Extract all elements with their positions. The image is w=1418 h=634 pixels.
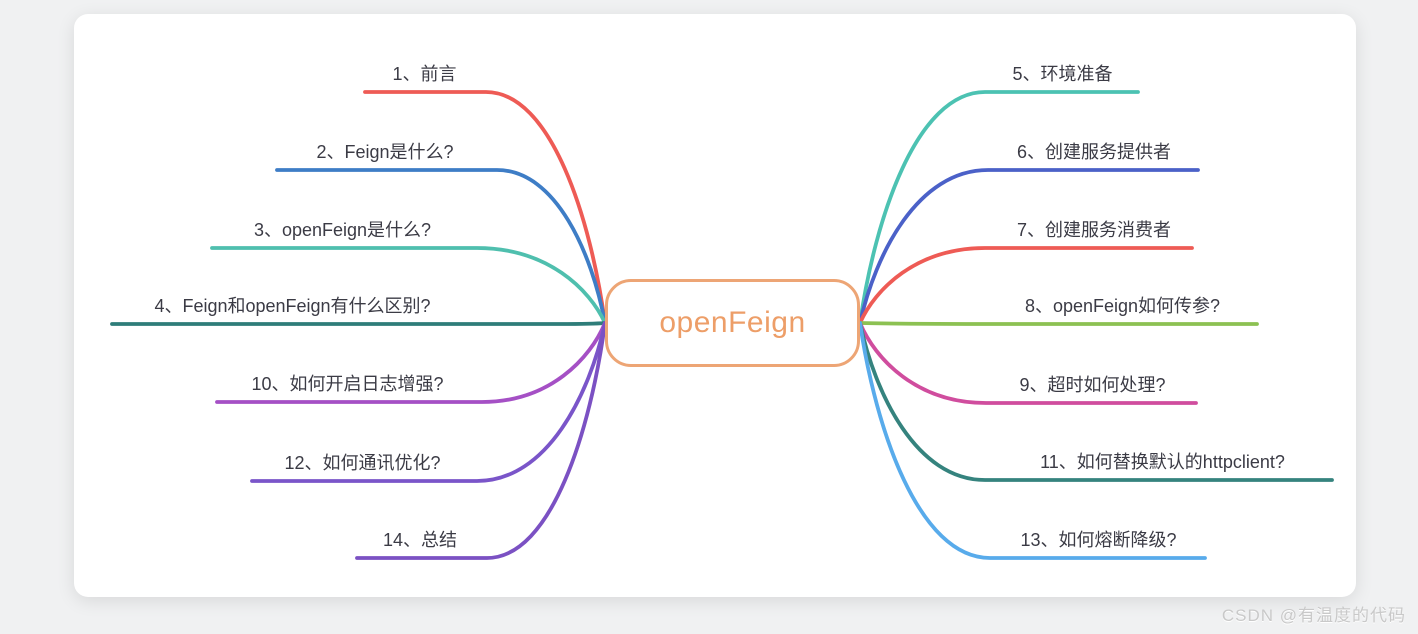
branch-label: 3、openFeign是什么? xyxy=(253,220,432,240)
branch-label: 12、如何通讯优化? xyxy=(284,453,441,473)
branch-label: 2、Feign是什么? xyxy=(316,142,454,162)
central-topic-openfeign: openFeign xyxy=(605,279,860,367)
branch-label: 14、总结 xyxy=(382,530,458,550)
branch-label: 1、前言 xyxy=(392,64,457,84)
branch-label: 10、如何开启日志增强? xyxy=(251,374,444,394)
branch-label: 7、创建服务消费者 xyxy=(1016,220,1171,240)
branch-label: 9、超时如何处理? xyxy=(1019,375,1166,395)
branch-label: 8、openFeign如何传参? xyxy=(1024,296,1221,316)
branch-label: 11、如何替换默认的httpclient? xyxy=(1040,452,1285,472)
branch-label: 13、如何熔断降级? xyxy=(1020,530,1177,550)
branch-label: 5、环境准备 xyxy=(1012,64,1113,84)
watermark-text: CSDN @有温度的代码 xyxy=(1221,606,1406,625)
branch-label: 4、Feign和openFeign有什么区别? xyxy=(154,296,431,316)
branch-label: 6、创建服务提供者 xyxy=(1016,142,1171,162)
